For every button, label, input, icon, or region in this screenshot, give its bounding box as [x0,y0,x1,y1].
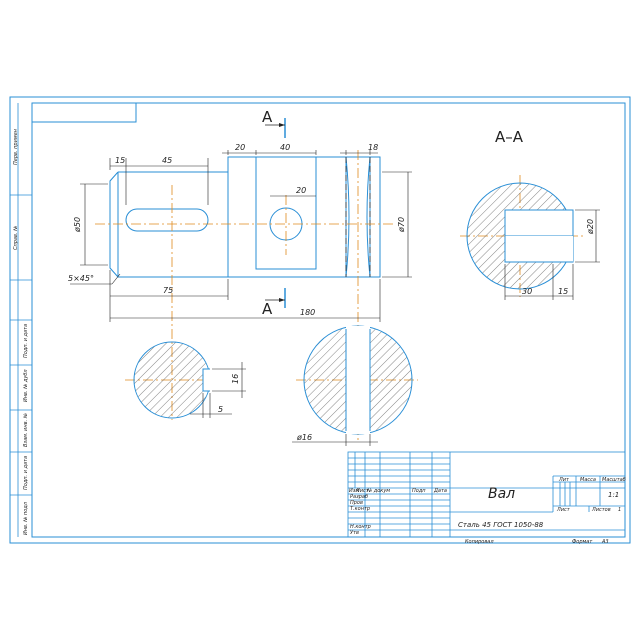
section-aa: А–А [466,128,574,290]
tb-mass: Масса [580,477,596,483]
tb-nkontr: Н.контр [350,524,371,530]
side-strip [10,103,32,537]
section-title: А–А [495,128,524,146]
side-label-podl: Инв. № подл [23,501,29,535]
tb-sheets: Листов [591,507,611,513]
dim-20-b: 20 [296,186,306,195]
tb-sheet: Лист [556,507,571,513]
tb-lit: Лит [558,477,570,483]
dimension-texts: 15 45 20 40 18 20 ø50 ø70 5×45° 75 180 3… [68,143,595,442]
shaft-main-view [109,156,381,278]
side-label-perv: Перв. примен [13,128,19,165]
tb-sheets-value: 1 [618,507,621,513]
dim-phi70: ø70 [397,217,406,233]
dim-5: 5 [218,405,223,414]
tb-format-value: А3 [601,539,609,545]
section-keyway [133,341,223,419]
dim-16: 16 [231,374,240,384]
dim-15: 15 [115,156,125,165]
tb-list: Лист [355,488,370,494]
dim-180: 180 [300,308,315,317]
dimension-lines [70,150,600,446]
dim-40: 40 [280,143,290,152]
tb-razrab: Разраб [350,494,368,500]
section-mark-top: А [262,108,273,126]
dim-phi20: ø20 [586,219,595,235]
tb-ndok: № докум [366,488,390,494]
tb-format: Формат [572,539,593,545]
dim-phi50: ø50 [73,217,82,233]
side-label-podp2: Подп. и дата [23,456,29,490]
dim-75: 75 [163,286,173,295]
dim-18: 18 [368,143,378,152]
tb-podp: Подп [412,488,426,494]
tb-utv: Утв [350,530,359,536]
tb-prov: Пров [350,500,363,506]
tb-copied: Копировал [465,539,494,545]
top-left-stamp [31,103,137,123]
side-label-sprav: Справ. № [13,226,19,250]
dim-15-b: 15 [558,287,568,296]
dim-phi16: ø16 [296,433,312,442]
dim-chamfer: 5×45° [68,274,94,283]
title-block-texts: Изм Лист № докум Подп Дата Разраб Пров Т… [349,477,626,545]
dim-20-a: 20 [235,143,245,152]
side-labels: Перв. примен Справ. № Подп. и дата Инв. … [13,128,29,535]
tb-name: Вал [488,486,515,502]
section-mark-bottom: А [262,300,273,318]
sheet-border [9,96,631,544]
tb-material: Сталь 45 ГОСТ 1050-88 [458,521,544,529]
tb-scale: Масштаб [602,477,626,483]
tb-scale-value: 1:1 [608,491,619,499]
section-marks: А А [262,108,286,318]
tb-data: Дата [433,488,447,494]
dim-30: 30 [522,287,532,296]
side-label-podp1: Подп. и дата [23,324,29,358]
side-label-dubl: Инв. № дубл [23,369,29,402]
inner-frame [31,102,626,538]
tb-tkontr: Т.контр [350,506,370,512]
section-groove [303,325,413,435]
title-block [347,451,626,538]
side-label-vzam: Взам. инв. № [23,413,29,447]
dim-45: 45 [162,156,172,165]
tb-izm: Изм [349,488,359,494]
